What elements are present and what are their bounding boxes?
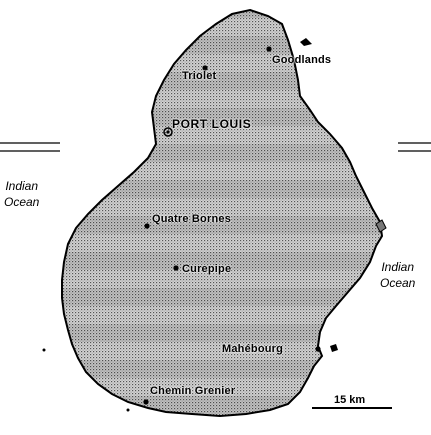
- northern-islet: [300, 38, 312, 46]
- town-marker-chemin-grenier: [143, 399, 149, 405]
- town-label-goodlands: Goodlands: [272, 54, 332, 66]
- scale-label: 15 km: [334, 394, 366, 406]
- town-marker-mahebourg: [315, 346, 321, 352]
- capital-marker-port-louis: [163, 127, 173, 137]
- town-label-triolet: Triolet: [182, 70, 217, 82]
- ocean-label-west-line2: Ocean: [4, 195, 40, 209]
- ocean-label-west-line1: Indian: [5, 179, 39, 193]
- town-marker-curepipe: [173, 265, 179, 271]
- town-label-mahebourg: Mahébourg: [222, 343, 284, 355]
- southwest-islet: [126, 408, 130, 412]
- ocean-label-west: Indian Ocean: [4, 178, 39, 210]
- southeast-islet: [330, 344, 338, 352]
- town-label-port-louis: PORT LOUIS: [172, 117, 252, 131]
- ocean-label-east-line2: Ocean: [380, 276, 416, 290]
- town-label-quatre-bornes: Quatre Bornes: [152, 213, 232, 225]
- town-marker-goodlands: [266, 46, 272, 52]
- western-islet: [42, 348, 46, 352]
- town-marker-triolet: [202, 65, 208, 71]
- ocean-label-east-line1: Indian: [381, 260, 415, 274]
- town-label-chemin-grenier: Chemin Grenier: [150, 385, 236, 397]
- island-shading: [62, 10, 382, 416]
- eastern-islet: [375, 219, 387, 233]
- ocean-label-east: Indian Ocean: [380, 259, 415, 291]
- town-label-curepipe: Curepipe: [182, 263, 232, 275]
- town-marker-quatre-bornes: [144, 223, 150, 229]
